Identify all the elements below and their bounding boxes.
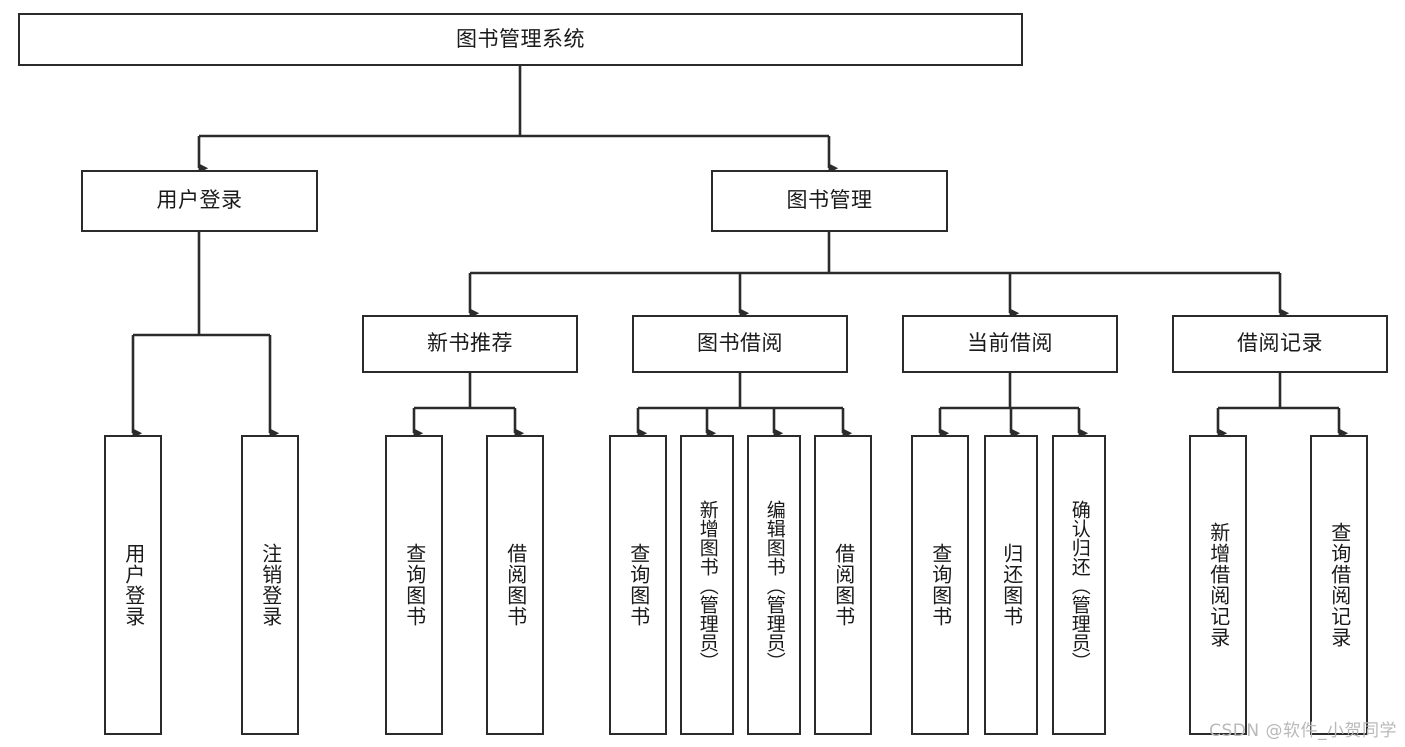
- leaf-node-label: 借阅图书: [831, 543, 856, 627]
- leaf-node[interactable]: 借阅图书: [486, 435, 544, 735]
- leaf-node[interactable]: 归还图书: [984, 435, 1038, 735]
- node-borrow-records-label: 借阅记录: [1237, 331, 1323, 356]
- node-current-borrow-label: 当前借阅: [967, 331, 1053, 356]
- leaf-node[interactable]: 注销登录: [241, 435, 299, 735]
- leaf-node-label: 确认归还（管理员）: [1068, 499, 1091, 671]
- leaf-node[interactable]: 查询借阅记录: [1310, 435, 1368, 735]
- node-current-borrow[interactable]: 当前借阅: [902, 315, 1118, 373]
- leaf-node[interactable]: 查询图书: [609, 435, 667, 735]
- leaf-node[interactable]: 编辑图书（管理员）: [747, 435, 801, 735]
- leaf-node-label: 注销登录: [258, 543, 283, 627]
- node-book-borrow-label: 图书借阅: [697, 331, 783, 356]
- leaf-node[interactable]: 查询图书: [385, 435, 443, 735]
- node-user-login-label: 用户登录: [156, 188, 243, 213]
- leaf-node-label: 新增借阅记录: [1206, 522, 1231, 648]
- leaf-node-label: 编辑图书（管理员）: [763, 499, 786, 671]
- watermark: CSDN @软件_小贺同学: [1209, 721, 1397, 741]
- leaf-node[interactable]: 新增借阅记录: [1189, 435, 1247, 735]
- leaf-node-label: 新增图书（管理员）: [696, 499, 719, 671]
- node-borrow-records[interactable]: 借阅记录: [1172, 315, 1388, 373]
- node-new-book-recommend-label: 新书推荐: [427, 331, 513, 356]
- node-new-book-recommend[interactable]: 新书推荐: [362, 315, 578, 373]
- leaf-node-label: 查询图书: [402, 543, 427, 627]
- leaf-node-label: 查询借阅记录: [1327, 522, 1352, 648]
- leaf-node[interactable]: 用户登录: [104, 435, 162, 735]
- leaf-node-label: 借阅图书: [503, 543, 528, 627]
- leaf-node-label: 查询图书: [626, 543, 651, 627]
- leaf-node-label: 用户登录: [121, 543, 146, 627]
- node-book-management-label: 图书管理: [786, 188, 873, 213]
- leaf-node[interactable]: 确认归还（管理员）: [1052, 435, 1106, 735]
- leaf-node[interactable]: 借阅图书: [814, 435, 872, 735]
- node-root-label: 图书管理系统: [456, 26, 585, 51]
- leaf-node-label: 归还图书: [999, 543, 1024, 627]
- leaf-node-label: 查询图书: [928, 543, 953, 627]
- node-book-management[interactable]: 图书管理: [711, 170, 948, 232]
- node-book-borrow[interactable]: 图书借阅: [632, 315, 848, 373]
- node-root[interactable]: 图书管理系统: [18, 13, 1023, 66]
- leaf-node[interactable]: 新增图书（管理员）: [680, 435, 734, 735]
- leaf-node[interactable]: 查询图书: [911, 435, 969, 735]
- node-user-login[interactable]: 用户登录: [81, 170, 318, 232]
